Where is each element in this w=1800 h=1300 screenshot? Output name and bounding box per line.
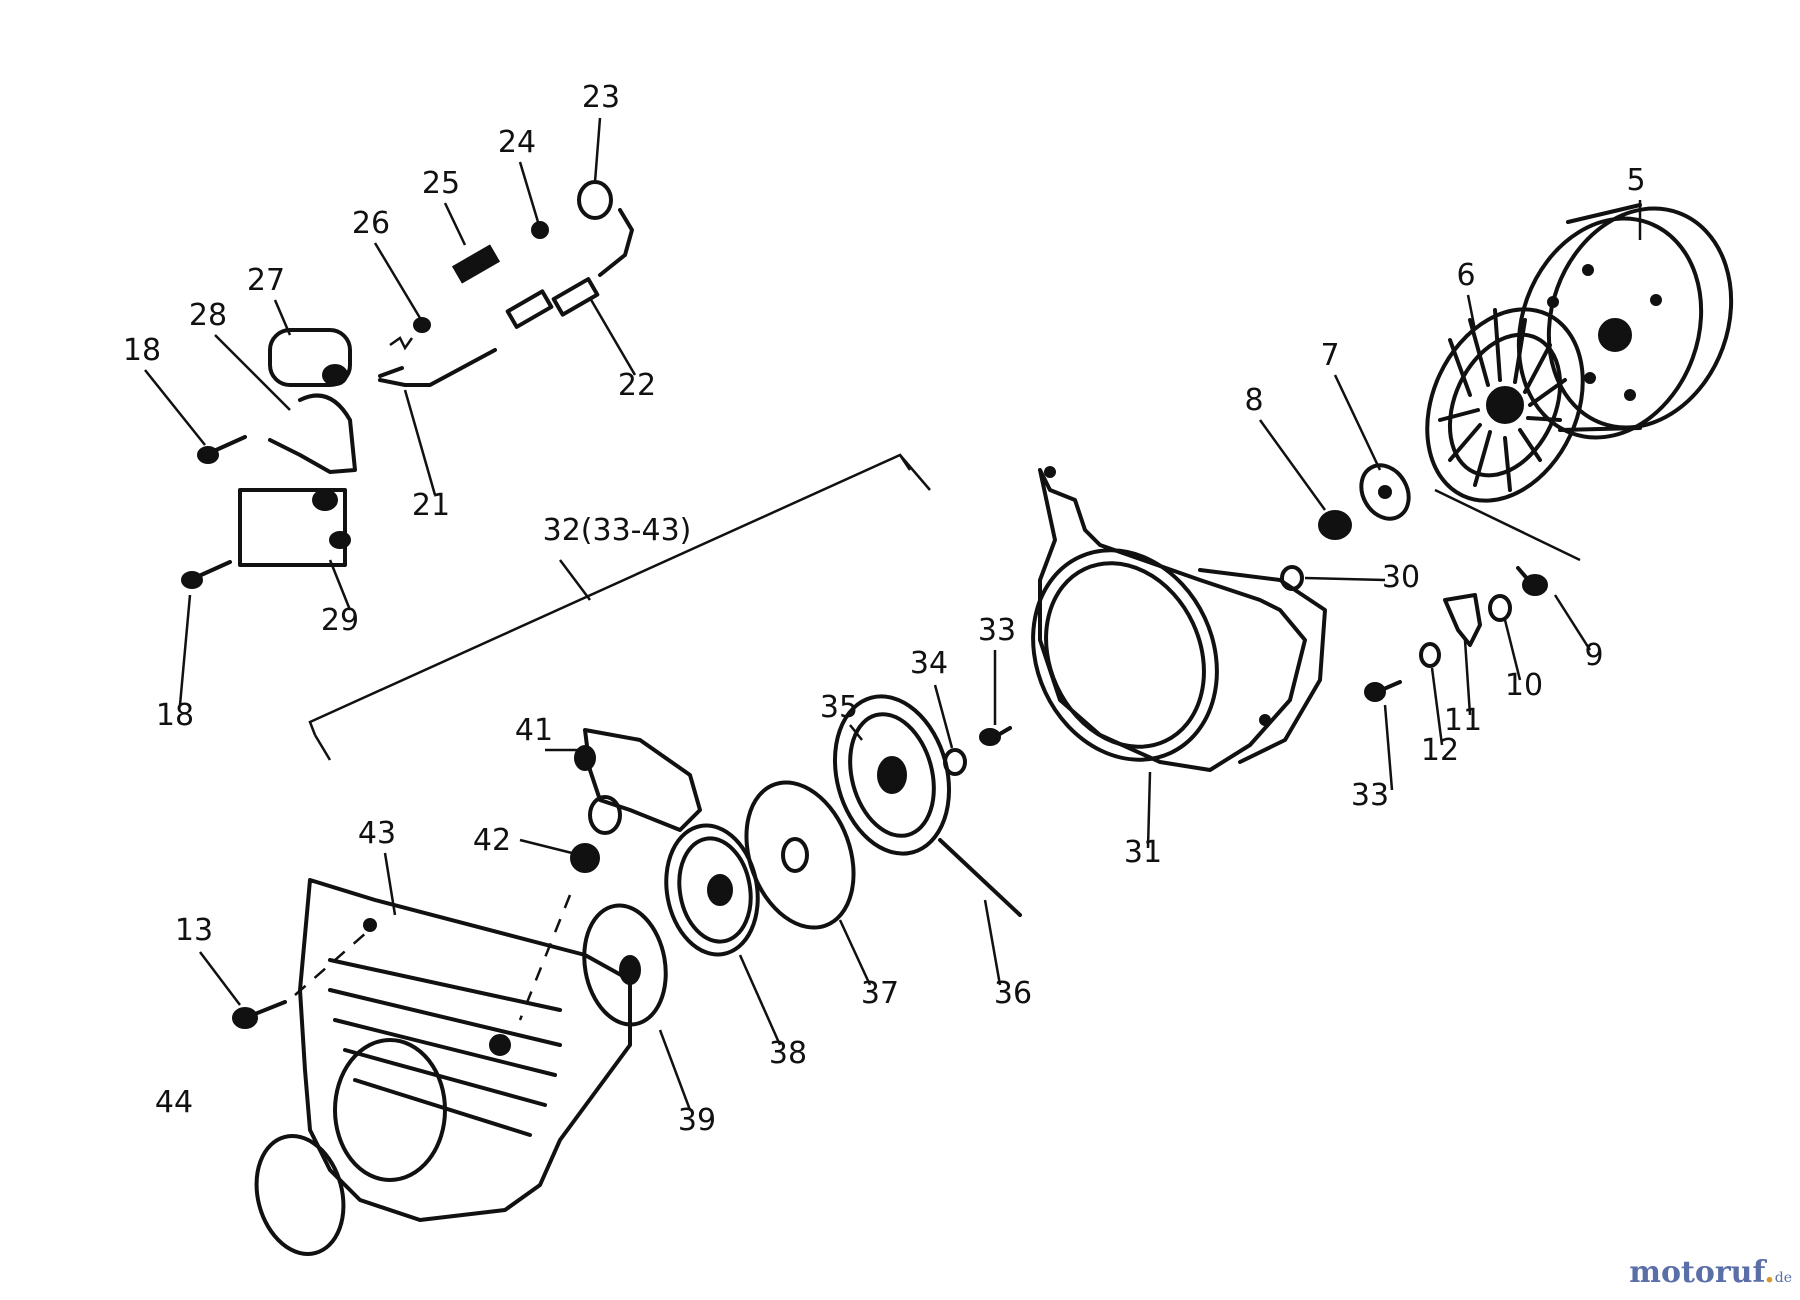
part-pulley-38 (664, 823, 760, 957)
group-bracket (308, 453, 931, 761)
leader-lines (144, 117, 1642, 1111)
label-part-23: 23 (582, 80, 620, 115)
label-part-29: 29 (321, 603, 359, 638)
label-part-18b: 18 (156, 698, 194, 733)
label-part-28: 28 (189, 298, 227, 333)
watermark-brand: motoruf (1629, 1255, 1765, 1290)
part-fan (1425, 307, 1585, 562)
label-part-38: 38 (769, 1036, 807, 1071)
watermark: motoruf.de (1629, 1255, 1792, 1290)
label-part-13: 13 (175, 913, 213, 948)
label-part-42: 42 (473, 823, 511, 858)
part-ignition-coil (238, 328, 357, 567)
label-part-30: 30 (1382, 560, 1420, 595)
label-part-37: 37 (861, 976, 899, 1011)
label-part-10: 10 (1505, 668, 1543, 703)
label-part-22: 22 (618, 368, 656, 403)
label-part-36: 36 (994, 976, 1032, 1011)
label-part-18a: 18 (123, 333, 161, 368)
part-flywheel (1516, 203, 1734, 440)
part-washer-34 (943, 748, 967, 776)
part-fan-housing (1031, 466, 1327, 772)
part-screw-33 (979, 726, 1012, 746)
label-part-27: 27 (247, 263, 285, 298)
watermark-tld: de (1774, 1270, 1792, 1286)
label-part-12: 12 (1421, 733, 1459, 768)
part-disk-37 (744, 780, 856, 930)
label-part-7: 7 (1320, 338, 1339, 373)
label-part-39: 39 (678, 1103, 716, 1138)
label-part-34: 34 (910, 646, 948, 681)
label-part-35: 35 (820, 690, 858, 725)
part-bolts-18 (181, 435, 247, 589)
label-part-44: 44 (155, 1085, 193, 1120)
part-ring-44 (254, 1134, 346, 1256)
label-part-6: 6 (1456, 258, 1475, 293)
label-part-33b: 33 (1351, 778, 1389, 813)
label-part-5: 5 (1626, 163, 1645, 198)
label-part-32: 32(33-43) (543, 513, 692, 548)
label-part-41: 41 (515, 713, 553, 748)
label-part-43: 43 (358, 816, 396, 851)
part-small-hardware (1280, 565, 1548, 702)
label-part-31: 31 (1124, 835, 1162, 870)
label-part-8: 8 (1244, 383, 1263, 418)
part-disk-39 (582, 903, 668, 1027)
label-part-9: 9 (1584, 638, 1603, 673)
watermark-dot: . (1764, 1255, 1775, 1290)
part-screw-13 (232, 924, 376, 1029)
label-part-24: 24 (498, 125, 536, 160)
part-nut-8 (1318, 510, 1352, 540)
label-part-33a: 33 (978, 613, 1016, 648)
label-part-11: 11 (1444, 703, 1482, 738)
part-ignition-lead (378, 180, 634, 387)
part-starter-cover (298, 878, 632, 1222)
label-part-26: 26 (352, 206, 390, 241)
label-part-25: 25 (422, 166, 460, 201)
part-washer-7 (1359, 463, 1411, 521)
label-part-21: 21 (412, 488, 450, 523)
part-handle (518, 728, 702, 1021)
